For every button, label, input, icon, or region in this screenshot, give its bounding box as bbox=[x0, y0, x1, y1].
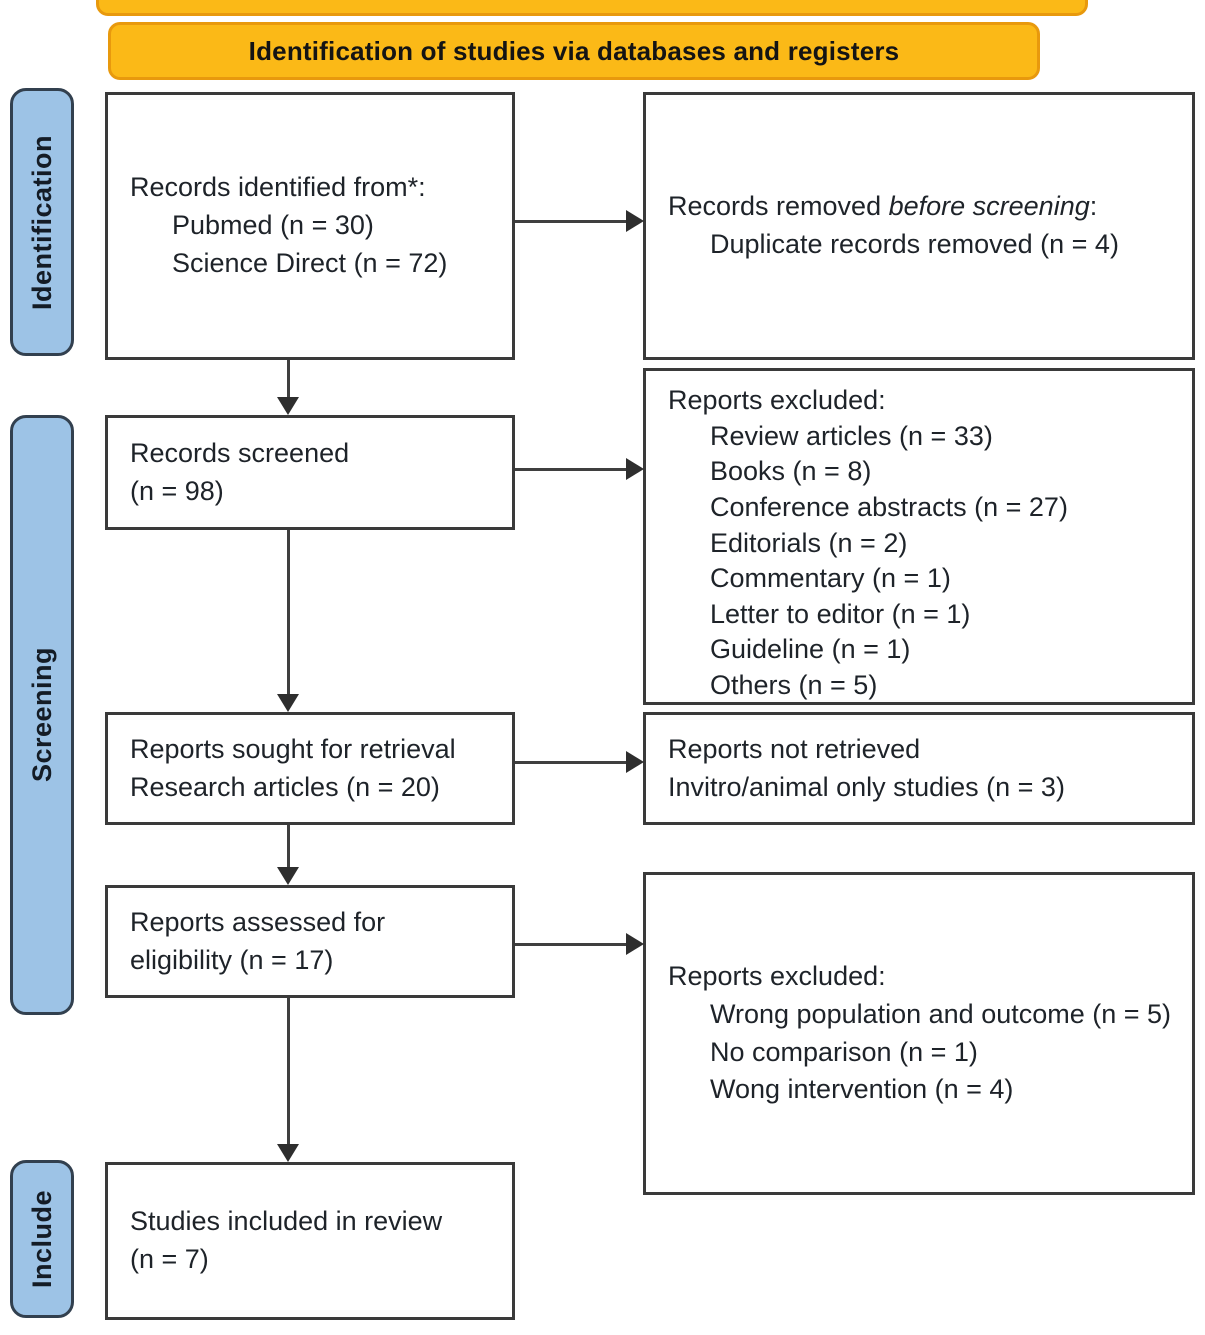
box-line: Books (n = 8) bbox=[710, 456, 872, 487]
title-italic: before screening bbox=[888, 191, 1090, 222]
stage-label-text: Include bbox=[26, 1189, 57, 1288]
previous-banner-strip bbox=[96, 0, 1088, 16]
box-line: Research articles (n = 20) bbox=[130, 771, 440, 802]
box-line: (n = 7) bbox=[130, 1244, 209, 1274]
box-reports-not-retrieved: Reports not retrieved Invitro/animal onl… bbox=[643, 712, 1195, 825]
box-records-removed: Records removed before screening: Duplic… bbox=[643, 92, 1195, 360]
stage-label-identification: Identification bbox=[10, 88, 74, 356]
box-line: Wrong population and outcome (n = 5) bbox=[710, 998, 1172, 1029]
box-line: Science Direct (n = 72) bbox=[172, 247, 448, 278]
box-line: Records screened bbox=[130, 437, 350, 468]
box-line: Invitro/animal only studies (n = 3) bbox=[668, 771, 1065, 802]
arrow-right-screened-to-excluded bbox=[515, 458, 644, 480]
arrow-down-screened-to-sought bbox=[277, 530, 299, 712]
box-line: Duplicate records removed (n = 4) bbox=[710, 229, 1119, 259]
box-line: (n = 98) bbox=[130, 475, 224, 506]
box-line: Editorials (n = 2) bbox=[710, 527, 908, 558]
box-line: Commentary (n = 1) bbox=[710, 563, 951, 594]
box-line: eligibility (n = 17) bbox=[130, 944, 334, 975]
box-line: No comparison (n = 1) bbox=[710, 1036, 978, 1067]
box-line: Reports sought for retrieval bbox=[130, 733, 456, 764]
box-line: Pubmed (n = 30) bbox=[172, 210, 374, 241]
box-reports-excluded-eligibility: Reports excluded: Wrong population and o… bbox=[643, 872, 1195, 1195]
title-prefix: Records removed bbox=[668, 191, 889, 222]
arrow-down-assessed-to-included bbox=[277, 998, 299, 1162]
box-reports-excluded-screening: Reports excluded: Review articles (n = 3… bbox=[643, 368, 1195, 705]
box-records-identified: Records identified from*: Pubmed (n = 30… bbox=[105, 92, 515, 360]
box-line: Review articles (n = 33) bbox=[710, 420, 993, 451]
box-studies-included: Studies included in review (n = 7) bbox=[105, 1162, 515, 1320]
title-suffix: : bbox=[1089, 191, 1098, 222]
box-reports-sought: Reports sought for retrieval Research ar… bbox=[105, 712, 515, 825]
box-line: Guideline (n = 1) bbox=[710, 634, 911, 665]
arrow-right-assessed-to-excluded bbox=[515, 933, 644, 955]
box-line: Others (n = 5) bbox=[710, 670, 878, 700]
box-title: Reports excluded: bbox=[668, 960, 886, 991]
box-title: Records identified from*: bbox=[130, 172, 426, 203]
stage-label-text: Identification bbox=[26, 134, 57, 310]
box-title: Records removed before screening: bbox=[668, 188, 1184, 226]
box-line: Reports not retrieved bbox=[668, 733, 921, 764]
arrow-down-sought-to-assessed bbox=[277, 825, 299, 885]
box-line: Letter to editor (n = 1) bbox=[710, 598, 971, 629]
arrow-right-identified-to-removed bbox=[515, 210, 644, 232]
box-title: Reports excluded: bbox=[668, 385, 886, 415]
arrow-down-identified-to-screened bbox=[277, 360, 299, 415]
stage-label-screening: Screening bbox=[10, 415, 74, 1015]
box-line: Studies included in review bbox=[130, 1206, 443, 1237]
arrow-right-sought-to-not-retrieved bbox=[515, 751, 644, 773]
box-line: Conference abstracts (n = 27) bbox=[710, 491, 1068, 522]
diagram-title: Identification of studies via databases … bbox=[248, 35, 900, 66]
box-line: Wong intervention (n = 4) bbox=[710, 1074, 1014, 1105]
stage-label-include: Include bbox=[10, 1160, 74, 1318]
box-line: Reports assessed for bbox=[130, 906, 386, 937]
diagram-title-banner: Identification of studies via databases … bbox=[108, 22, 1040, 80]
box-records-screened: Records screened (n = 98) bbox=[105, 415, 515, 530]
box-reports-assessed: Reports assessed for eligibility (n = 17… bbox=[105, 885, 515, 998]
stage-label-text: Screening bbox=[26, 647, 57, 783]
